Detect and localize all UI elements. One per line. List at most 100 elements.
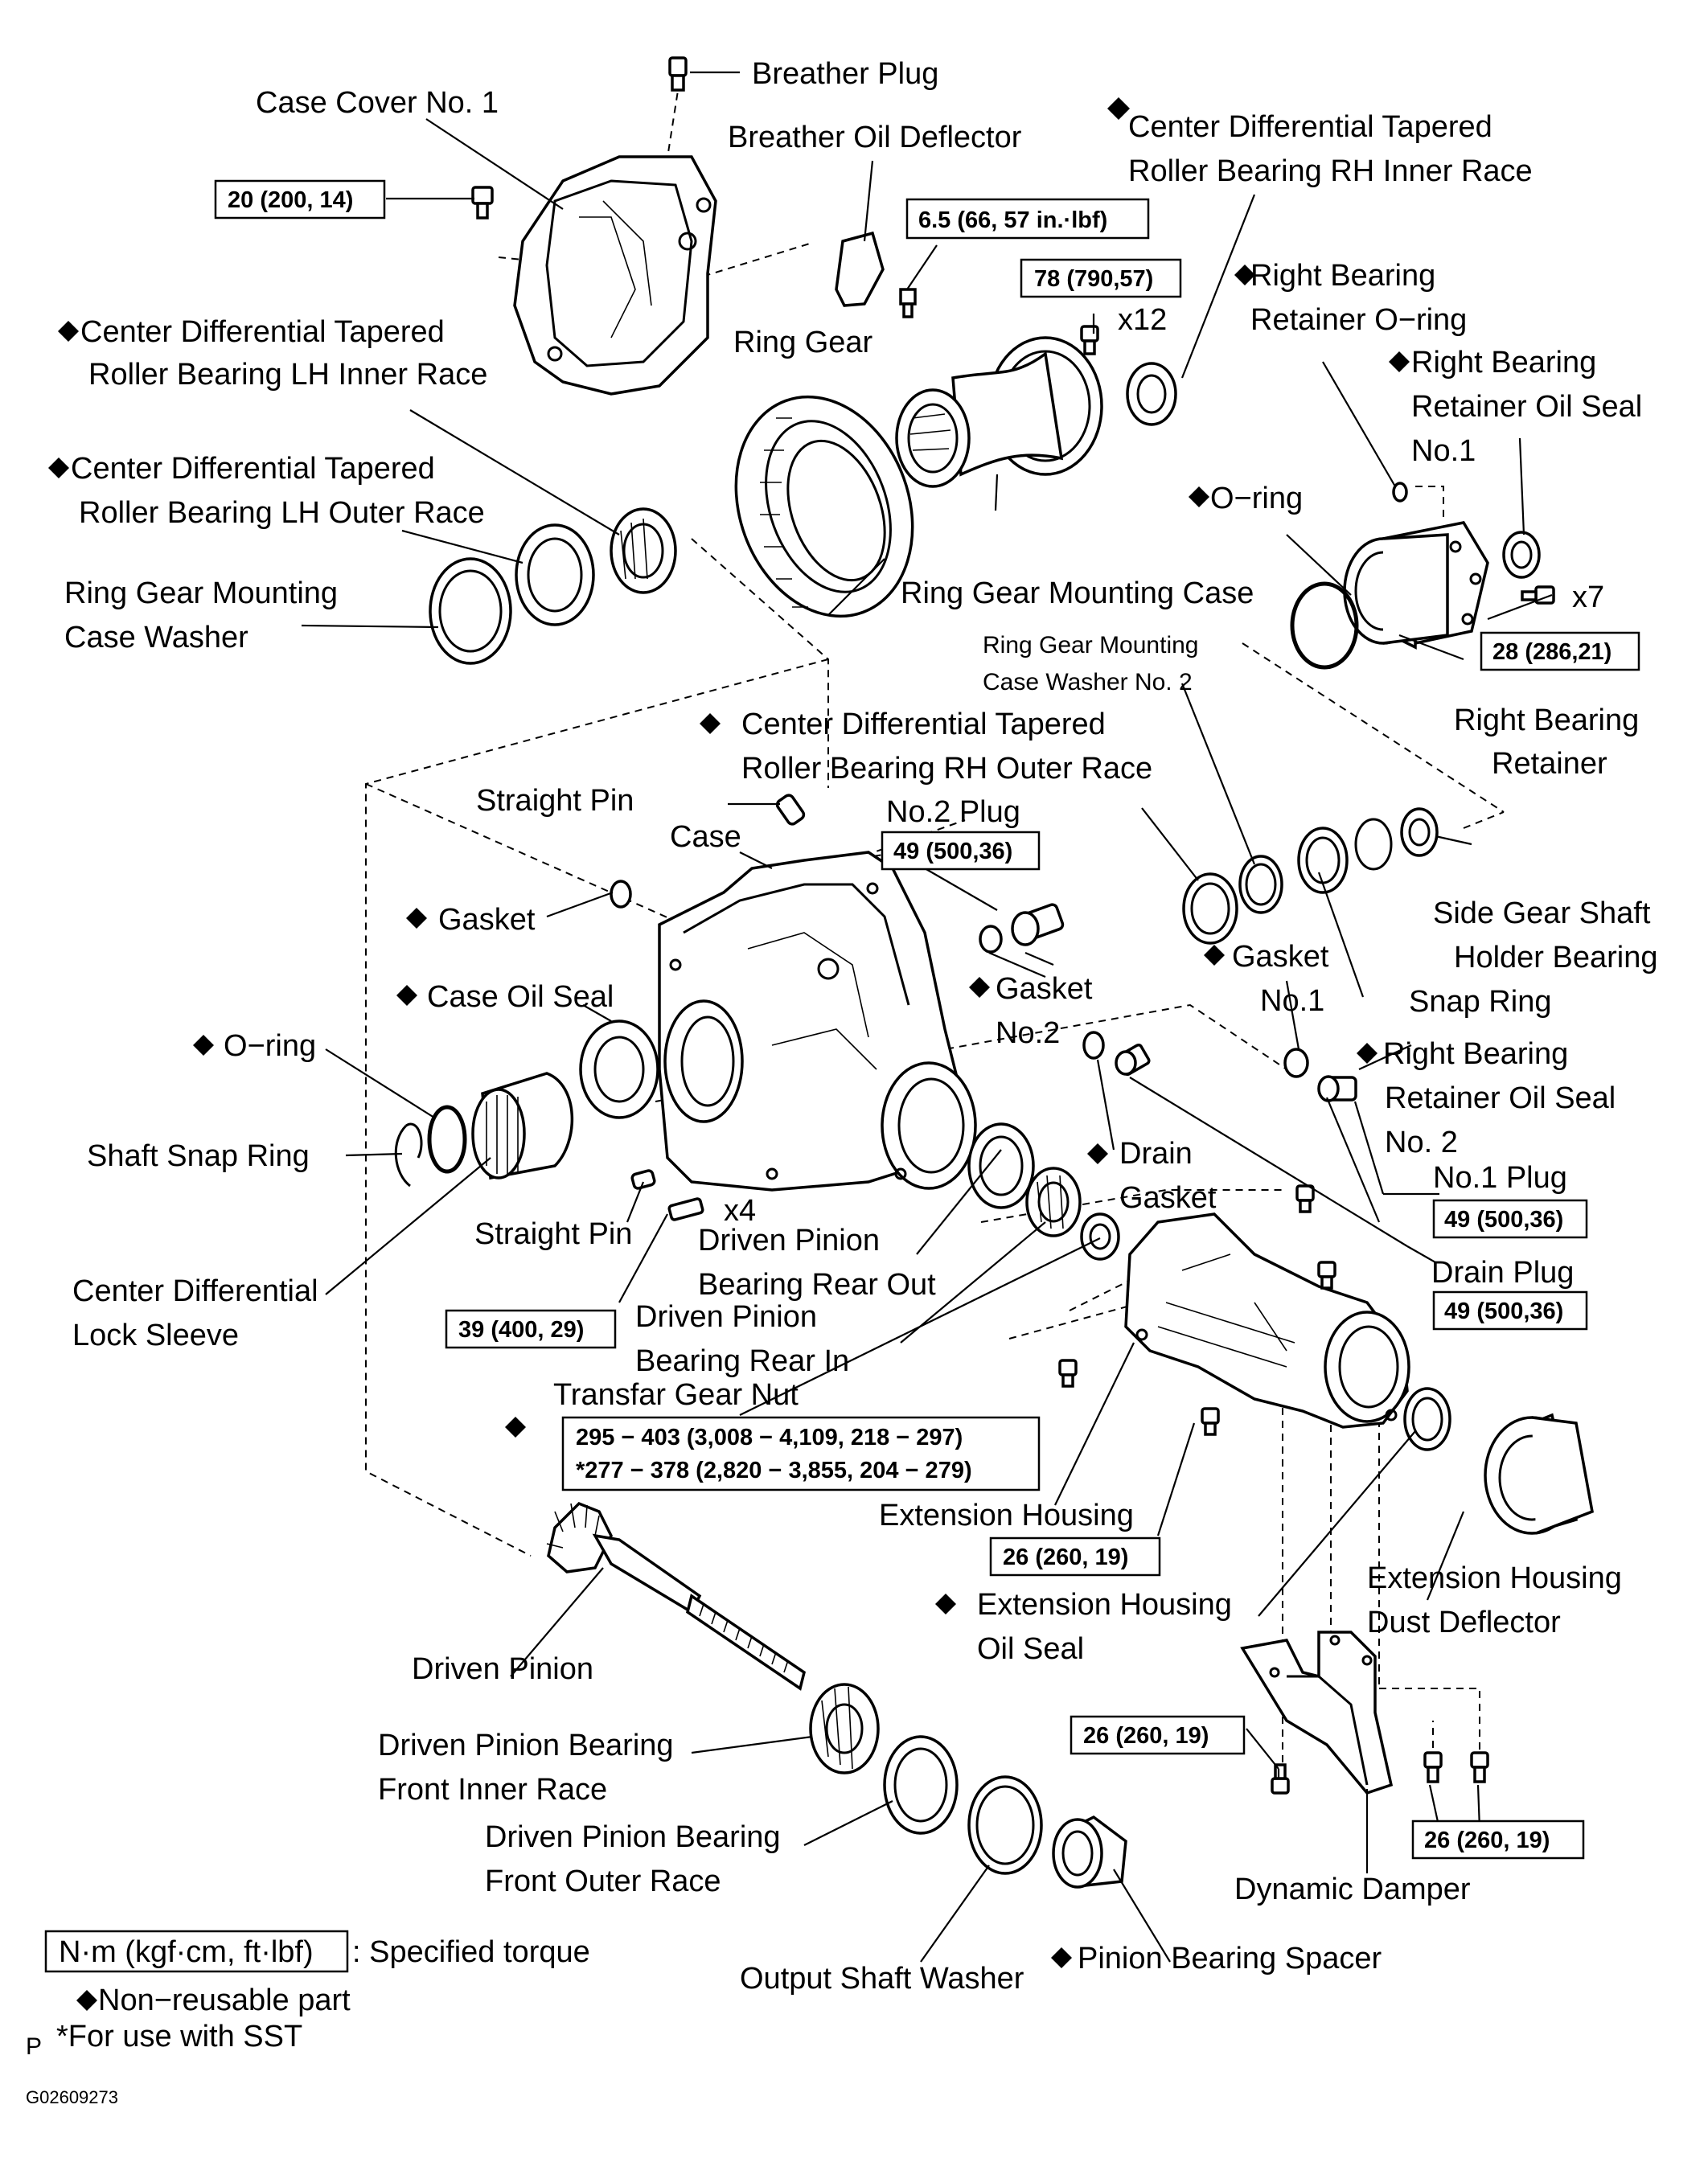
torque-39: 39 (400, 29) [458,1317,584,1343]
label-cd-lock-sleeve-1: Center Differential [72,1274,318,1308]
ring-gear-mounting-case-washer-part [429,557,512,665]
torque-28: 28 (286,21) [1492,639,1612,665]
label-x7: x7 [1572,581,1604,614]
label-right-oring-2: Retainer O−ring [1250,303,1467,337]
label-extension-housing: Extension Housing [879,1499,1134,1532]
ring-gear-part [734,395,914,618]
drain-gasket-part [1082,1031,1105,1060]
gasket-top-part [610,880,632,909]
label-straight-pin-bottom: Straight Pin [474,1217,632,1251]
legend-non-reusable: Non−reusable part [98,1984,351,2017]
label-no2-plug: No.2 Plug [886,795,1020,829]
label-transfar-gear-nut: Transfar Gear Nut [553,1378,799,1412]
straight-pin-top-part [775,794,806,826]
figure-code: G02609273 [26,2087,118,2107]
legend-sst: *For use with SST [56,2020,302,2053]
label-oring-top: O−ring [1210,482,1303,515]
legend-torque-unit: N·m (kgf·cm, ft·lbf) [59,1935,314,1969]
label-right-seal1-3: No.1 [1411,434,1476,468]
dp-front-outer-race-part [883,1735,959,1835]
label-right-seal1-1: Right Bearing [1411,346,1596,379]
lh-inner-race-part [610,507,677,594]
legend-p: P [26,2033,42,2060]
drain-plug-part [1115,1043,1151,1077]
label-gasket-no1-2: No.1 [1260,984,1324,1018]
label-case-cover: Case Cover No. 1 [256,86,499,120]
label-dpb-rear-out-2: Bearing Rear Out [698,1268,936,1302]
torque-49-no2-plug: 49 (500,36) [893,839,1012,864]
label-dp-front-inner-1: Driven Pinion Bearing [378,1729,674,1762]
diamond-icon [1051,1947,1072,1968]
torque-transfar-nut-sst: *277 − 378 (2,820 − 3,855, 204 − 279) [576,1458,972,1483]
case-oil-seal-part [579,1020,659,1119]
torque-6-5: 6.5 (66, 57 in.·lbf) [918,207,1107,233]
right-bearing-retainer-part [1343,521,1489,650]
label-shaft-snap-ring: Shaft Snap Ring [87,1139,310,1173]
right-seal-no2-part [1354,818,1393,871]
label-side-gear-1: Side Gear Shaft [1433,896,1651,930]
label-pinion-bearing-spacer: Pinion Bearing Spacer [1078,1942,1382,1975]
extension-housing-bolts-part [1058,1184,1336,1436]
torque-transfar-nut: 295 − 403 (3,008 − 4,109, 218 − 297) [576,1425,963,1450]
diamond-icon [406,908,427,929]
label-dpb-rear-in-1: Driven Pinion [635,1300,817,1334]
label-dpb-rear-out-1: Driven Pinion [698,1224,880,1257]
torque-boxes: 20 (200, 14) 6.5 (66, 57 in.·lbf) 78 (79… [214,179,1640,1860]
gasket-no2-part [979,925,1003,954]
lh-outer-race-part [515,523,595,626]
label-dp-front-outer-1: Driven Pinion Bearing [485,1820,781,1854]
diamond-icon [1204,945,1225,966]
label-dpb-rear-in-2: Bearing Rear In [635,1344,849,1378]
diamond-icon [505,1417,526,1438]
label-driven-pinion: Driven Pinion [412,1652,593,1686]
label-x4: x4 [724,1194,756,1228]
label-cd-lh-outer-2: Roller Bearing LH Outer Race [79,496,485,530]
label-ext-dust-2: Dust Deflector [1367,1606,1561,1639]
output-shaft-washer-part [967,1775,1043,1875]
label-gasket-no1-1: Gasket [1232,940,1329,974]
torque-26-damper-right: 26 (260, 19) [1424,1828,1550,1853]
label-no1-plug: No.1 Plug [1433,1161,1567,1195]
gasket-no1-part [1283,1048,1309,1078]
diamond-icon [193,1035,214,1056]
part-drawings [394,56,1594,1889]
side-gear-shaft-holder-bearing-part [1400,807,1439,857]
label-right-bearing-retainer-2: Retainer [1492,747,1607,781]
label-right-seal2-2: Retainer Oil Seal [1385,1081,1616,1115]
label-cd-lh-outer-1: Center Differential Tapered [71,452,435,486]
label-ext-oil-seal-2: Oil Seal [977,1632,1084,1666]
torque-49-no1-plug: 49 (500,36) [1444,1207,1563,1233]
case-part [658,851,977,1192]
breather-plug-part [668,56,688,92]
label-right-seal2-1: Right Bearing [1383,1037,1568,1071]
label-right-seal1-2: Retainer Oil Seal [1411,390,1642,424]
washer-no2-part [1238,855,1283,914]
label-dp-front-inner-2: Front Inner Race [378,1773,607,1807]
diamond-icon [76,1990,97,2011]
torque-49-drain-plug: 49 (500,36) [1444,1298,1563,1324]
case-cover-part [513,155,717,396]
label-ring-gear: Ring Gear [733,326,873,359]
part-labels: Breather Plug Case Cover No. 1 Breather … [64,57,1657,1996]
label-ext-oil-seal-1: Extension Housing [977,1588,1232,1622]
retainer-oil-seal-no1-part [1502,531,1541,579]
dpb-rear-out-part [967,1122,1035,1209]
rh-outer-race-part [1182,872,1238,945]
legend-torque-desc: : Specified torque [352,1935,590,1969]
torque-20: 20 (200, 14) [228,187,353,213]
oring-left-part [427,1105,467,1174]
label-rgmc-washer-1: Ring Gear Mounting [64,576,338,610]
torque-78: 78 (790,57) [1034,266,1153,292]
breather-oil-deflector-part [835,231,917,318]
pinion-bearing-spacer-part [1052,1815,1127,1889]
diamond-icon [396,985,417,1006]
no1-plug-part [1317,1075,1357,1102]
label-case: Case [670,820,741,854]
diamond-icon [935,1594,956,1614]
diamond-icon [1234,265,1255,285]
label-cd-lock-sleeve-2: Lock Sleeve [72,1319,239,1352]
label-ring-gear-mounting-case: Ring Gear Mounting Case [901,576,1254,610]
straight-pin-bottom-part [630,1169,656,1190]
label-cd-lh-inner-1: Center Differential Tapered [80,315,445,349]
ext-oil-seal-part [1403,1387,1451,1451]
